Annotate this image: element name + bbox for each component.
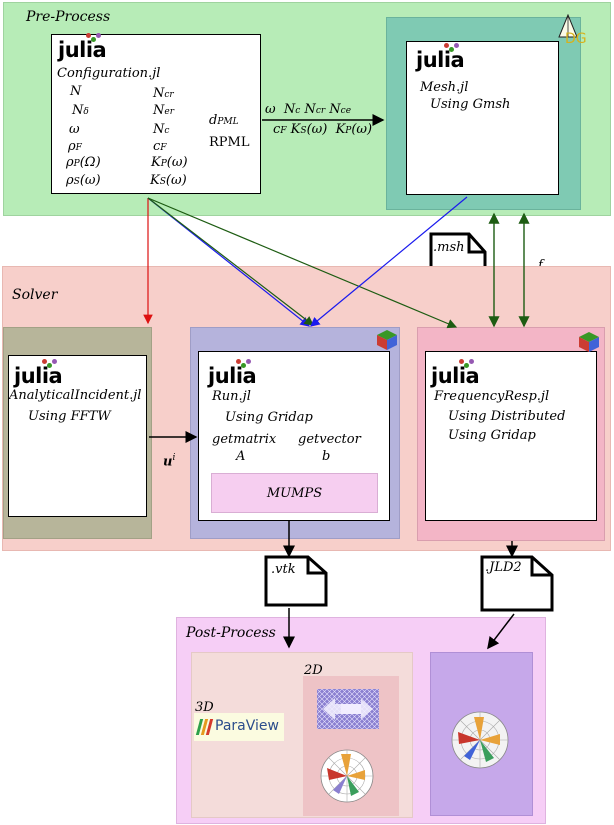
label-3d: 3D (195, 700, 214, 715)
polar-plot-thumbnail (451, 711, 509, 769)
f-label: f (538, 258, 543, 274)
run-subtitle: Using Gridap (225, 410, 313, 425)
mesh-title: Mesh.jl (420, 80, 469, 95)
julia-logo: julia (58, 33, 107, 61)
julia-logo: julia (208, 359, 257, 387)
param-k-p: KP(ω) (151, 155, 188, 170)
getmatrix-label: getmatrix (212, 432, 277, 447)
post-process-label: Post-Process (186, 625, 276, 641)
jld2-file-icon: .JLD2 (480, 555, 554, 612)
param-d-pml: dPML (209, 113, 239, 128)
julia-logo: julia (416, 43, 465, 71)
mumps-box[interactable] (211, 473, 378, 513)
julia-logo: julia (431, 359, 480, 387)
matrix-var: A (236, 449, 246, 464)
dg-tree-icon (558, 14, 578, 38)
solver-label: Solver (12, 287, 58, 303)
cube-icon (579, 332, 599, 352)
analytical-subtitle: Using FFTW (28, 409, 111, 424)
param-c-f: cF (153, 139, 167, 154)
getvector-label: getvector (298, 432, 361, 447)
param-rho-p: ρP(Ω) (66, 155, 101, 170)
analytical-box[interactable] (8, 355, 147, 517)
run-title: Run.jl (212, 389, 251, 404)
param-r-pml: RPML (209, 135, 250, 150)
cube-icon (377, 330, 397, 350)
paraview-label: ParaView (215, 718, 279, 734)
incident-field-label: ui (163, 453, 176, 470)
mesh-subtitle: Using Gmsh (430, 97, 511, 112)
param-n-cr: Ncr (153, 86, 174, 101)
param-rho-f: ρF (68, 139, 82, 154)
param-n-c: Nc (153, 122, 170, 137)
pre-process-label: Pre-Process (26, 9, 111, 25)
analytical-title: AnalyticalIncident.jl (9, 388, 142, 403)
freq-box[interactable] (425, 351, 597, 521)
freq-line2: Using Gridap (448, 428, 536, 443)
param-n: N (70, 84, 82, 99)
paraview-logo: ParaView (194, 713, 284, 741)
label-2d: 2D (304, 663, 323, 678)
msh-file-label: .msh (433, 240, 465, 255)
param-rho-s: ρS(ω) (66, 173, 101, 188)
vector-var: b (322, 449, 331, 464)
configuration-box[interactable] (51, 34, 261, 194)
jld2-file-label: .JLD2 (485, 560, 522, 575)
julia-logo: julia (14, 359, 63, 387)
vtk-file-label: .vtk (271, 562, 296, 577)
param-n-er: Ner (153, 103, 175, 118)
mesh-thumbnail (317, 689, 379, 729)
freq-title: FrequencyResp.jl (434, 389, 550, 404)
configuration-title: Configuration.jl (57, 66, 161, 81)
dg-badge: DG (565, 31, 587, 47)
polar-plot-thumbnail (320, 749, 374, 803)
vtk-file-icon: .vtk (264, 555, 328, 607)
config-to-mesh-label-bottom: cF KS(ω) KP(ω) (273, 122, 373, 137)
param-omega: ω (69, 122, 80, 137)
config-to-mesh-label-top: ω Nc Ncr Nce (265, 102, 352, 117)
param-n-delta: Nδ (72, 103, 89, 118)
mumps-label: MUMPS (266, 486, 323, 501)
param-k-s: KS(ω) (150, 173, 187, 188)
freq-line1: Using Distributed (448, 409, 566, 424)
mesh-box[interactable] (406, 41, 559, 195)
